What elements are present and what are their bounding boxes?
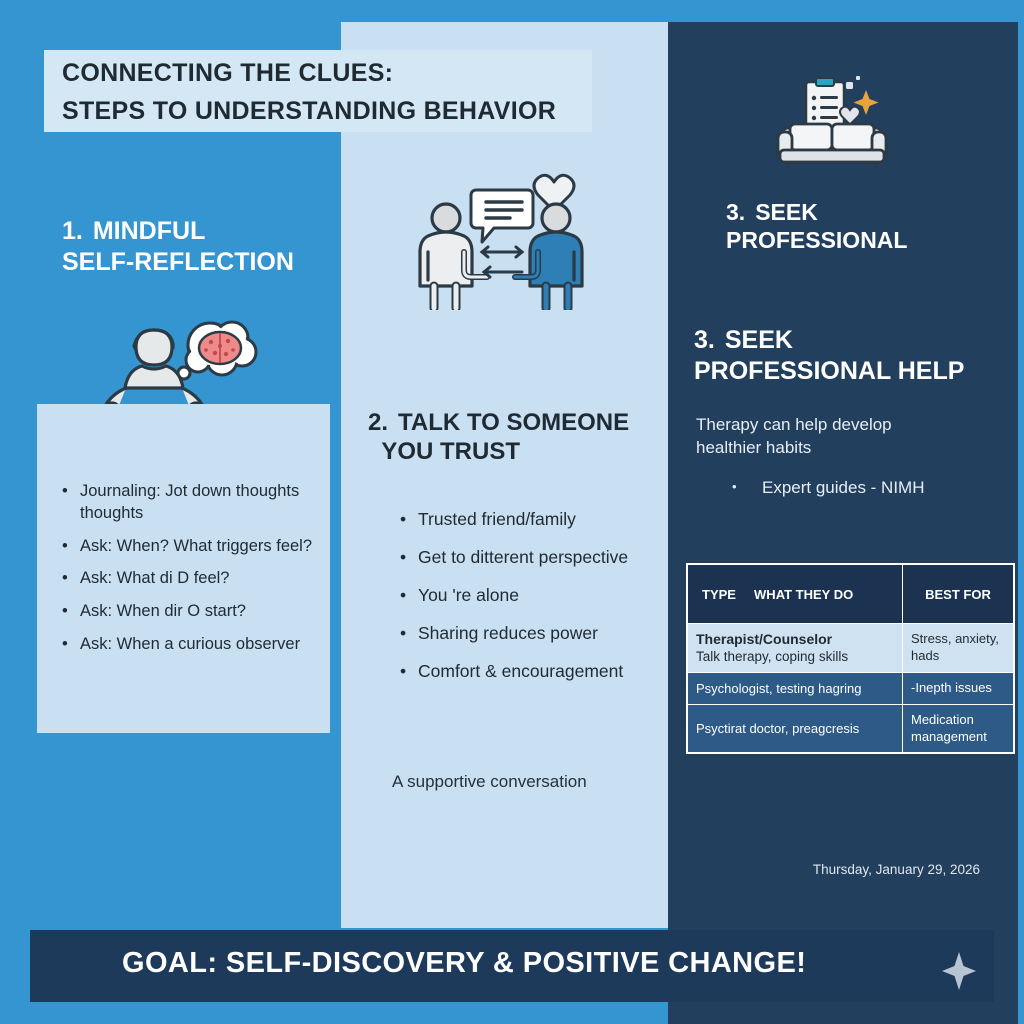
step2-heading-line2: YOU TRUST — [381, 438, 521, 466]
clipboard-icon — [804, 77, 846, 134]
footer-banner — [30, 930, 994, 1002]
step2-heading-line1: TALK TO SOMEONE — [398, 409, 630, 436]
list-item: Get to ditterent perspective — [398, 546, 648, 569]
step3-heading-main-line2: PROFESSIONAL HELP — [694, 356, 965, 385]
step2-number: 2. — [368, 409, 389, 436]
list-item: Ask: When a curious observer — [60, 634, 332, 656]
step3-heading-main-line1: SEEK — [724, 326, 793, 354]
list-item: Ask: What di D feel? — [60, 568, 332, 590]
table-cell-best-for: Medication management — [902, 703, 1015, 754]
right-edge-strip — [1018, 0, 1024, 1024]
table-cell-type: Psychologist, testing hagring — [686, 671, 903, 705]
list-item: You 're alone — [398, 584, 648, 607]
therapy-couch-clipboard-icon — [776, 76, 888, 168]
list-item: Comfort & encouragement — [398, 660, 648, 683]
step1-heading-line1: MINDFUL — [92, 217, 206, 245]
step3-bullet-list: Expert guides - NIMH — [730, 478, 980, 498]
page-title-line1: CONNECTING THE CLUES: — [62, 59, 394, 87]
table-cell-type-title: Therapist/Counselor — [696, 631, 833, 648]
table-cell-type: Psyctirat doctor, preagcresis — [686, 703, 903, 754]
step1-bullet-list: Journaling: Jot down thoughts thoughts A… — [60, 481, 332, 667]
professional-types-table: TYPE WHAT THEY DO BEST FOR Therapist/Cou… — [686, 563, 1015, 755]
table-header-type: TYPE WHAT THEY DO — [686, 563, 903, 624]
title-highlight-band — [44, 50, 592, 132]
sparkle-icon — [853, 90, 879, 115]
step3-number-main: 3. — [694, 326, 715, 354]
step2-caption: A supportive conversation — [392, 772, 587, 791]
column-right-background — [668, 22, 1024, 1024]
footer-goal-text: GOAL: SELF-DISCOVERY & POSITIVE CHANGE! — [122, 947, 807, 979]
table-cell-type-desc: Talk therapy, coping skills — [696, 649, 849, 665]
step3-heading-top-line1: SEEK — [755, 199, 818, 225]
step2-heading: 2. TALK TO SOMEONE YOU TRUST — [368, 408, 658, 467]
date-label: Thursday, January 29, 2026 — [812, 862, 980, 877]
table-row: Therapist/Counselor Talk therapy, coping… — [686, 623, 1015, 673]
column-middle-top-strip — [341, 0, 668, 22]
step3-subtitle: Therapy can help develop healthier habit… — [696, 415, 892, 457]
step1-heading-line2: SELF-REFLECTION — [62, 247, 294, 276]
step1-heading: 1. MINDFUL SELF-REFLECTION — [62, 216, 332, 277]
step1-number: 1. — [62, 217, 83, 245]
table-header-best-for: BEST FOR — [902, 563, 1015, 624]
exchange-arrows-icon — [479, 245, 525, 279]
list-item: Expert guides - NIMH — [730, 478, 980, 498]
list-item: Journaling: Jot down thoughts thoughts — [60, 481, 332, 525]
table-header-type-label: TYPE — [702, 586, 736, 602]
table-cell-best-for: -Inepth issues — [902, 671, 1015, 705]
sparkle-icon — [942, 952, 976, 990]
step3-number-top: 3. — [726, 199, 746, 225]
step3-heading-top: 3. SEEK PROFESSIONAL — [726, 198, 1006, 254]
list-item: Trusted friend/family — [398, 508, 648, 531]
column-middle-background — [341, 22, 668, 928]
table-row: Psyctirat doctor, preagcresis Medication… — [686, 703, 1015, 754]
page-title-line2: STEPS TO UNDERSTANDING BEHAVIOR — [62, 97, 557, 125]
list-item: Ask: When? What triggers feel? — [60, 536, 332, 558]
two-people-conversation-icon — [418, 173, 584, 310]
step3-heading-main: 3. SEEK PROFESSIONAL HELP — [694, 325, 994, 386]
table-cell-type: Therapist/Counselor Talk therapy, coping… — [686, 623, 903, 673]
table-header-row: TYPE WHAT THEY DO BEST FOR — [686, 563, 1015, 624]
table-cell-best-for: Stress, anxiety, hads — [902, 623, 1015, 673]
list-item: Sharing reduces power — [398, 622, 648, 645]
column-right-top-strip — [668, 0, 1024, 22]
brain-icon — [197, 330, 243, 366]
page-title: CONNECTING THE CLUES: STEPS TO UNDERSTAN… — [62, 54, 622, 130]
step2-bullet-list: Trusted friend/family Get to ditterent p… — [398, 508, 648, 698]
step3-heading-top-line2: PROFESSIONAL — [726, 227, 908, 254]
table-header-what-label: WHAT THEY DO — [754, 586, 854, 602]
table-row: Psychologist, testing hagring -Inepth is… — [686, 671, 1015, 705]
list-item: Ask: When dir O start? — [60, 601, 332, 623]
